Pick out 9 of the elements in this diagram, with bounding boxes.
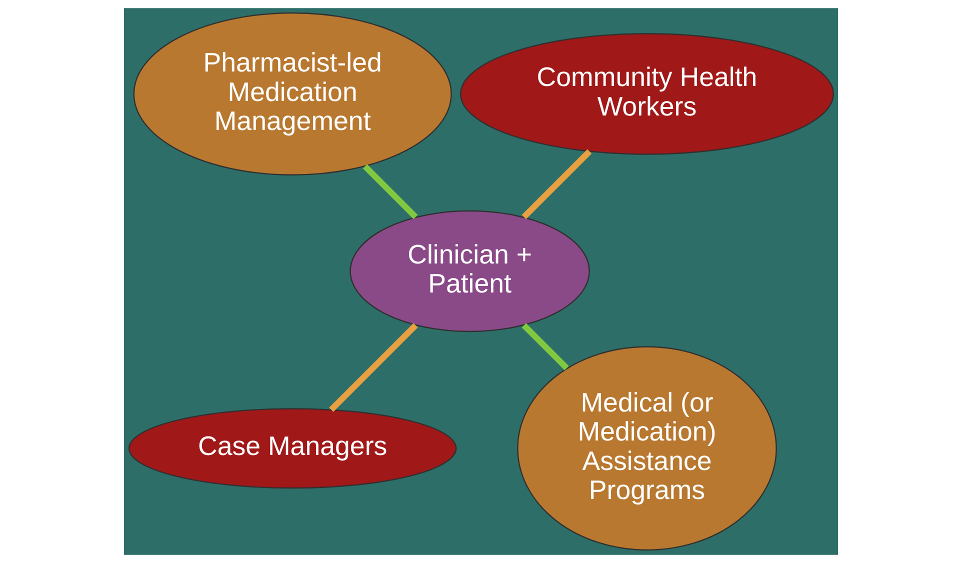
- connector: [522, 323, 569, 370]
- connector: [329, 323, 418, 412]
- node-ellipse: Clinician + Patient: [350, 210, 590, 332]
- node-ellipse: Case Managers: [128, 408, 457, 489]
- node-ellipse: Medical (or Medication) Assistance Programs: [517, 346, 777, 551]
- connector: [362, 164, 418, 220]
- node-ellipse: Community Health Workers: [460, 33, 834, 155]
- node-ellipse: Pharmacist-led Medication Management: [133, 12, 452, 176]
- connector: [522, 149, 592, 220]
